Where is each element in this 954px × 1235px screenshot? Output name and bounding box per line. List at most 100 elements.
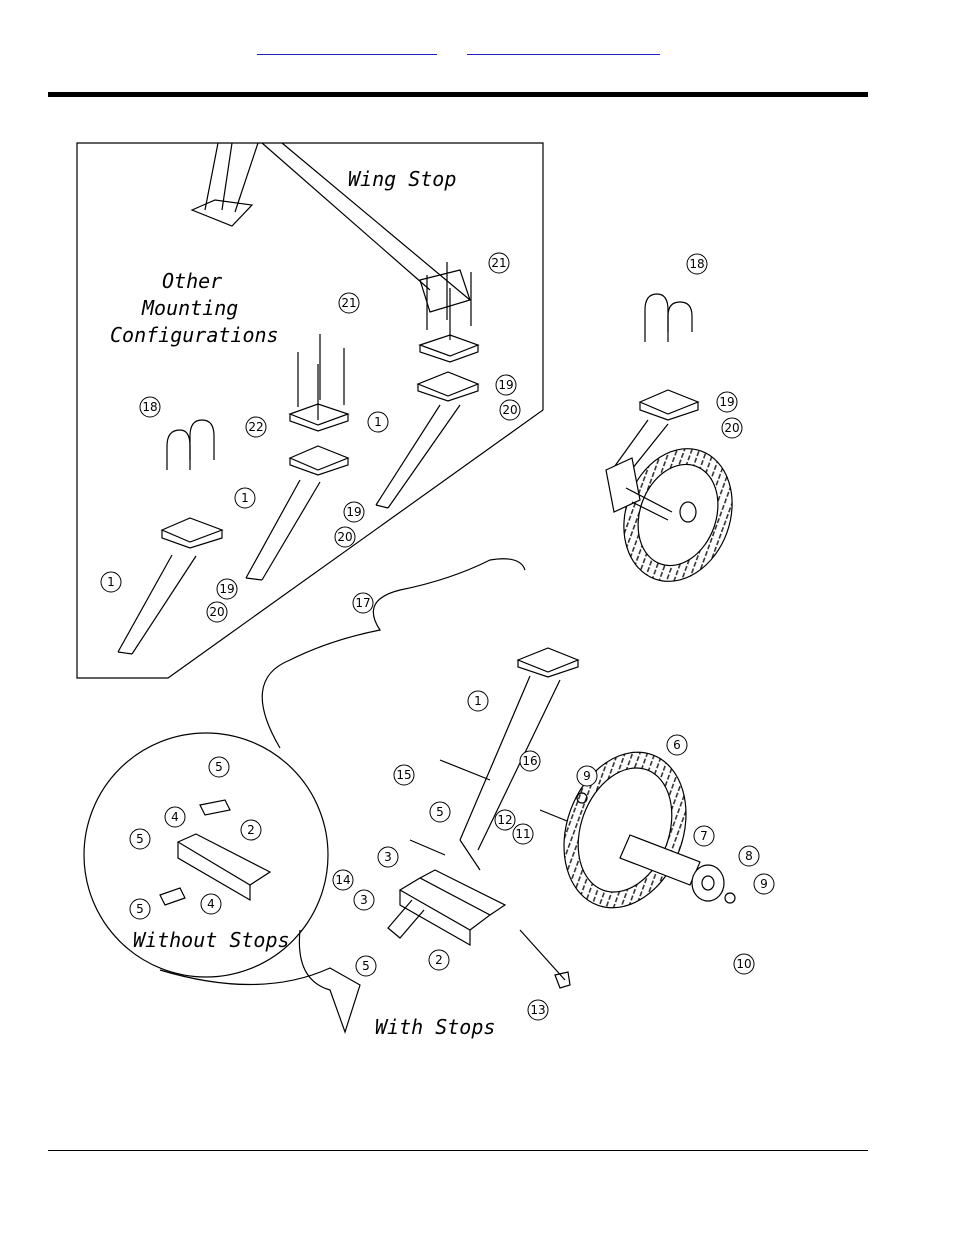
svg-text:5: 5 — [136, 832, 144, 846]
callout-20d: 20 — [206, 601, 228, 623]
callout-15: 15 — [393, 764, 415, 786]
svg-text:19: 19 — [219, 582, 234, 596]
svg-text:1: 1 — [374, 415, 382, 429]
svg-text:1: 1 — [241, 491, 249, 505]
svg-text:15: 15 — [396, 768, 411, 782]
callout-2a: 2 — [240, 819, 262, 841]
callout-19b: 19 — [716, 391, 738, 413]
svg-text:4: 4 — [171, 810, 179, 824]
svg-text:21: 21 — [341, 296, 356, 310]
header-link-right[interactable] — [467, 38, 660, 55]
svg-text:1: 1 — [474, 694, 482, 708]
top-rule — [48, 92, 868, 97]
callout-5c: 5 — [129, 828, 151, 850]
svg-text:5: 5 — [215, 760, 223, 774]
svg-text:13: 13 — [530, 1003, 545, 1017]
svg-text:8: 8 — [745, 849, 753, 863]
callout-1b: 1 — [234, 487, 256, 509]
callout-12: 12 — [494, 809, 516, 831]
callout-20a: 20 — [499, 399, 521, 421]
callout-3b: 3 — [353, 889, 375, 911]
label-other-line2: Mounting — [141, 296, 238, 320]
u-bolt-assembly-left — [117, 419, 224, 655]
callout-19d: 19 — [216, 578, 238, 600]
callout-1a: 1 — [367, 411, 389, 433]
svg-text:21: 21 — [491, 256, 506, 270]
without-stops-detail — [83, 558, 526, 1034]
main-assembly — [387, 647, 736, 989]
svg-text:22: 22 — [248, 420, 263, 434]
svg-text:5: 5 — [362, 959, 370, 973]
callout-18b: 18 — [139, 396, 161, 418]
svg-text:16: 16 — [522, 754, 537, 768]
svg-text:2: 2 — [435, 953, 443, 967]
svg-text:9: 9 — [583, 769, 591, 783]
callout-13: 13 — [527, 999, 549, 1021]
callout-5a: 5 — [208, 756, 230, 778]
callout-1d: 1 — [467, 690, 489, 712]
svg-text:20: 20 — [502, 403, 517, 417]
svg-text:20: 20 — [337, 530, 352, 544]
callout-18a: 18 — [686, 253, 708, 275]
callout-16: 16 — [519, 750, 541, 772]
svg-text:3: 3 — [384, 850, 392, 864]
svg-text:19: 19 — [498, 378, 513, 392]
callout-14: 14 — [332, 869, 354, 891]
label-without-stops: Without Stops — [133, 928, 290, 952]
svg-text:20: 20 — [209, 605, 224, 619]
callout-8: 8 — [738, 845, 760, 867]
header-link-left[interactable] — [257, 38, 437, 55]
bottom-rule — [48, 1150, 868, 1151]
callout-19a: 19 — [495, 374, 517, 396]
callout-5e: 5 — [355, 955, 377, 977]
svg-text:14: 14 — [335, 873, 350, 887]
callout-22: 22 — [245, 416, 267, 438]
callout-9b: 9 — [753, 873, 775, 895]
svg-text:2: 2 — [247, 823, 255, 837]
callout-19c: 19 — [343, 501, 365, 523]
svg-text:19: 19 — [346, 505, 361, 519]
svg-text:20: 20 — [724, 421, 739, 435]
callout-11: 11 — [512, 823, 534, 845]
svg-text:10: 10 — [736, 957, 751, 971]
label-other-line1: Other — [162, 269, 222, 293]
callout-5b: 5 — [429, 801, 451, 823]
callout-21b: 21 — [338, 292, 360, 314]
callout-20b: 20 — [721, 417, 743, 439]
svg-text:5: 5 — [136, 902, 144, 916]
svg-text:17: 17 — [355, 596, 370, 610]
callout-4a: 4 — [164, 806, 186, 828]
inset-frame — [76, 142, 544, 679]
callout-21a: 21 — [488, 252, 510, 274]
svg-text:18: 18 — [142, 400, 157, 414]
svg-text:9: 9 — [760, 877, 768, 891]
svg-text:12: 12 — [497, 813, 512, 827]
label-other-line3: Configurations — [110, 323, 279, 347]
svg-text:4: 4 — [207, 897, 215, 911]
double-plate-assembly — [245, 334, 350, 581]
svg-text:6: 6 — [673, 738, 681, 752]
callout-3a: 3 — [377, 846, 399, 868]
u-bolt-disc-assembly — [605, 293, 733, 582]
svg-text:18: 18 — [689, 257, 704, 271]
svg-text:7: 7 — [700, 829, 708, 843]
wing-stop-assembly — [375, 262, 480, 509]
svg-text:1: 1 — [107, 575, 115, 589]
callout-20c: 20 — [334, 526, 356, 548]
callout-5d: 5 — [129, 898, 151, 920]
label-wing-stop: Wing Stop — [348, 167, 456, 191]
callout-1c: 1 — [100, 571, 122, 593]
svg-text:3: 3 — [360, 893, 368, 907]
callout-2b: 2 — [428, 949, 450, 971]
svg-text:5: 5 — [436, 805, 444, 819]
svg-text:19: 19 — [719, 395, 734, 409]
label-with-stops: With Stops — [375, 1015, 495, 1039]
callout-4b: 4 — [200, 893, 222, 915]
callout-10: 10 — [733, 953, 755, 975]
callout-17: 17 — [352, 592, 374, 614]
callout-9a: 9 — [576, 765, 598, 787]
svg-text:11: 11 — [515, 827, 530, 841]
callout-6: 6 — [666, 734, 688, 756]
callout-7: 7 — [693, 825, 715, 847]
